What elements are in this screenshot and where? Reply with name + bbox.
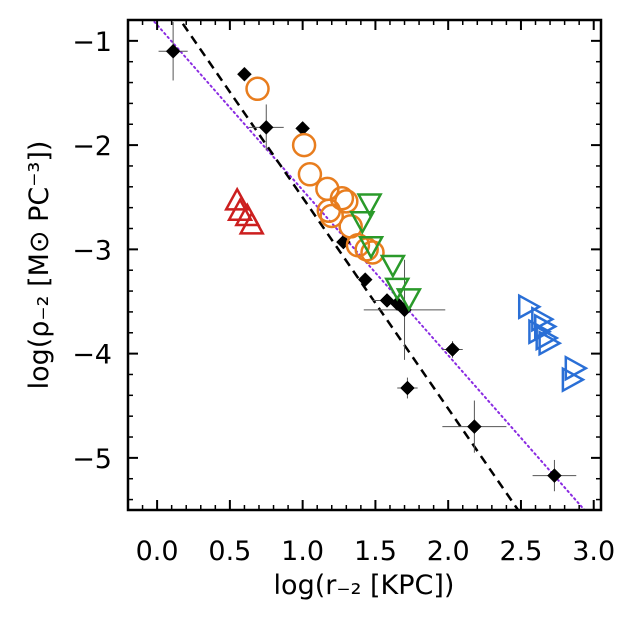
x-tick-label: 1.5 xyxy=(354,536,397,567)
error-bars xyxy=(158,22,577,492)
triangle-right-point xyxy=(517,293,542,320)
y-tick-label: −5 xyxy=(72,444,112,475)
x-tick-label: 1.0 xyxy=(281,536,324,567)
diamond-point xyxy=(467,419,482,434)
y-axis-title: log(ρ₋₂ [M⊙ PC⁻³]) xyxy=(24,141,55,390)
triangle-right-point xyxy=(531,306,555,333)
y-tick-label: −3 xyxy=(72,235,112,266)
fit-lines xyxy=(151,20,586,510)
y-tick-label: −2 xyxy=(72,131,112,162)
y-tick-label: −4 xyxy=(72,340,112,371)
triangle-down-point xyxy=(356,193,383,218)
y-tick-label: −1 xyxy=(72,27,112,58)
x-tick-label: 0.0 xyxy=(136,536,179,567)
axis-ticks xyxy=(127,19,601,510)
x-tick-label: 2.5 xyxy=(499,536,542,567)
triangle-up-point xyxy=(224,186,251,211)
circle-point xyxy=(245,76,270,102)
dashed-fit-line xyxy=(178,20,520,510)
diamond-point xyxy=(357,272,373,287)
x-axis-title: log(r₋₂ [KPC]) xyxy=(274,570,455,601)
data-markers xyxy=(165,43,589,483)
triangle-right-point xyxy=(538,330,563,357)
triangle-right-point xyxy=(561,366,586,393)
circle-point xyxy=(360,240,385,265)
triangle-down-point xyxy=(379,254,406,279)
triangle-right-point xyxy=(535,324,560,352)
x-tick-label: 0.5 xyxy=(208,536,251,567)
triangle-down-point xyxy=(349,210,376,235)
x-tick-label: 3.0 xyxy=(572,536,615,567)
diamond-point xyxy=(237,66,252,82)
circle-point xyxy=(316,198,342,224)
triangle-down-point xyxy=(395,288,423,312)
diamond-point xyxy=(445,342,460,357)
triangle-up-point xyxy=(238,210,265,235)
triangle-down-point xyxy=(357,235,385,260)
x-tick-label: 2.0 xyxy=(427,536,470,567)
dotted-fit-line xyxy=(151,20,586,510)
diamond-point xyxy=(258,120,274,135)
tick-labels: 0.0 0.5 1.0 1.5 2.0 2.5 3.0 −1 −2 −3 −4 −5 xyxy=(72,27,615,567)
triangle-right-point xyxy=(564,355,589,382)
plot-frame xyxy=(126,18,603,512)
plot-area-clip-group xyxy=(151,20,589,510)
circle-point xyxy=(319,203,345,229)
diamond-point xyxy=(547,468,562,483)
circle-point xyxy=(291,132,317,158)
diamond-point xyxy=(400,380,415,396)
circle-point xyxy=(297,162,323,187)
diamond-point xyxy=(165,43,181,59)
